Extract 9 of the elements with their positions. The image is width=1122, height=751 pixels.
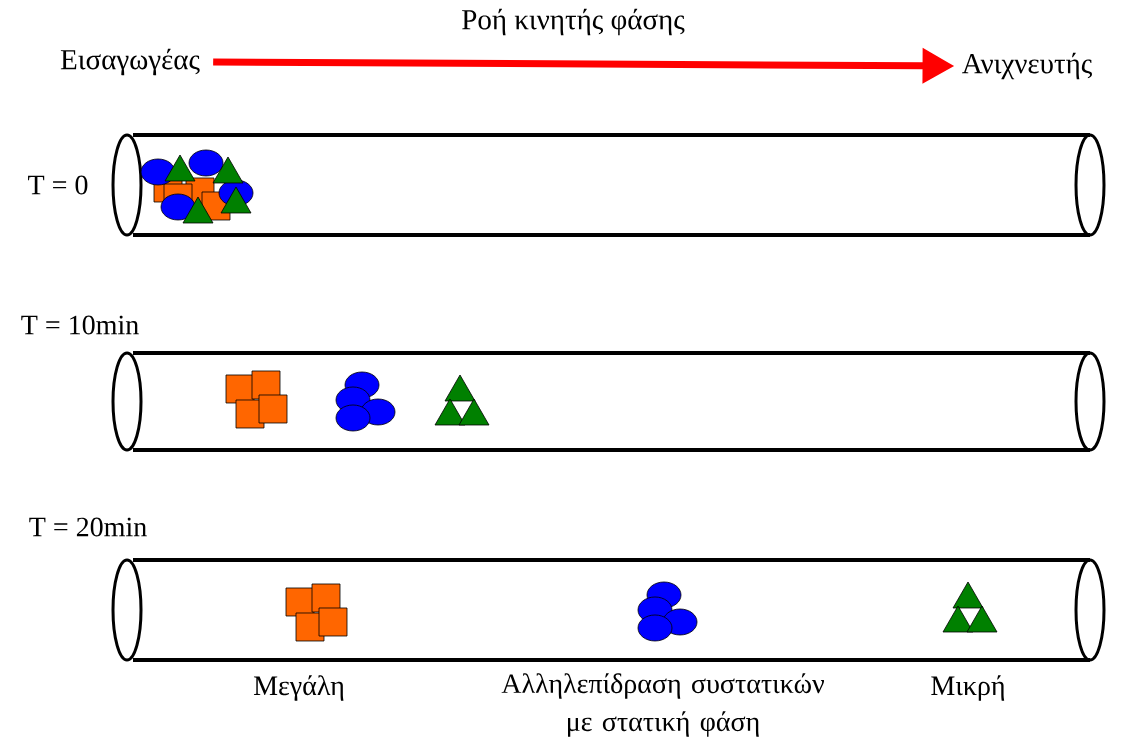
text-label: Ανιχνευτής <box>962 52 1092 80</box>
text-label: Μεγάλη <box>253 675 344 701</box>
text-label: T = 10min <box>21 315 139 335</box>
text-label: Αλληλεπίδραση συστατικών με στατική φάση <box>501 673 825 737</box>
text-label: Εισαγωγέας <box>60 48 200 76</box>
text-label: T = 0 <box>28 175 88 195</box>
text-label: Μικρή <box>931 675 1005 701</box>
edge-label: Ροή κινητής φάσης <box>459 6 687 38</box>
text-label: T = 20min <box>29 517 147 537</box>
